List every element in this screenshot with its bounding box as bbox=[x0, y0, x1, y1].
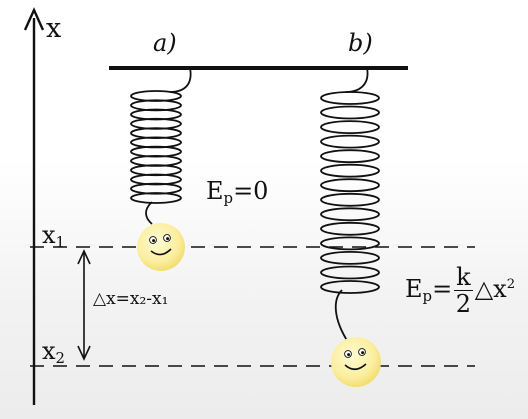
spring-b-coil bbox=[320, 134, 380, 149]
axis-label: x bbox=[46, 13, 62, 44]
spring-b-coil bbox=[320, 207, 380, 222]
level-x1-subscript: 1 bbox=[55, 233, 66, 252]
spring-b-coil bbox=[320, 120, 380, 134]
spring-b-coil bbox=[320, 236, 380, 251]
spring-b-coil bbox=[320, 250, 380, 265]
level-x2-label: x2 bbox=[42, 339, 65, 366]
energy-a-subscript: p bbox=[223, 189, 234, 208]
spring-b-coil bbox=[320, 91, 380, 105]
energy-a-formula: Ep=0 bbox=[206, 179, 268, 206]
ball-b bbox=[331, 337, 381, 387]
spring-b-coil bbox=[320, 105, 380, 120]
spring-b-coil bbox=[320, 221, 380, 236]
energy-b-numerator: k bbox=[454, 263, 473, 291]
spring-b-coil bbox=[320, 280, 380, 294]
energy-b-equals: = bbox=[432, 275, 453, 303]
ball-a bbox=[137, 223, 185, 271]
energy-b-denominator: 2 bbox=[455, 290, 472, 318]
level-x1-symbol: x bbox=[42, 221, 56, 249]
spring-b-coil bbox=[320, 163, 380, 178]
level-x1-label: x1 bbox=[42, 223, 65, 250]
case-b-label: b) bbox=[348, 29, 373, 57]
spring-b-hook bbox=[345, 67, 369, 93]
x-axis-arrowhead bbox=[23, 7, 45, 31]
spring-a-hook bbox=[169, 67, 192, 93]
energy-a-symbol: E bbox=[206, 177, 224, 205]
spring-b-tail bbox=[334, 289, 349, 343]
spring-b-coil bbox=[320, 192, 380, 207]
energy-b-symbol: E bbox=[405, 275, 423, 303]
displacement-label: △x=x₂-x₁ bbox=[93, 289, 169, 309]
spring-b-coil bbox=[320, 265, 380, 280]
level-x2-symbol: x bbox=[42, 337, 56, 365]
spring-a-coil bbox=[130, 192, 182, 204]
spring-a-coils bbox=[130, 90, 182, 204]
spring-b-coil bbox=[320, 178, 380, 193]
ball-a-smile bbox=[150, 248, 172, 256]
spring-a-tail bbox=[145, 201, 153, 225]
ball-b-smile bbox=[344, 363, 367, 371]
level-x2-subscript: 2 bbox=[55, 349, 66, 368]
displacement-arrowhead-bottom bbox=[77, 345, 91, 361]
energy-b-exponent: 2 bbox=[506, 276, 516, 292]
energy-a-value: =0 bbox=[233, 177, 269, 205]
spring-b-coil bbox=[320, 149, 380, 164]
case-a-label: a) bbox=[153, 29, 177, 57]
energy-b-delta-x: △x bbox=[474, 275, 507, 303]
displacement-arrowhead-top bbox=[77, 249, 91, 265]
energy-b-subscript: p bbox=[422, 287, 433, 306]
spring-b-coils bbox=[320, 91, 380, 294]
